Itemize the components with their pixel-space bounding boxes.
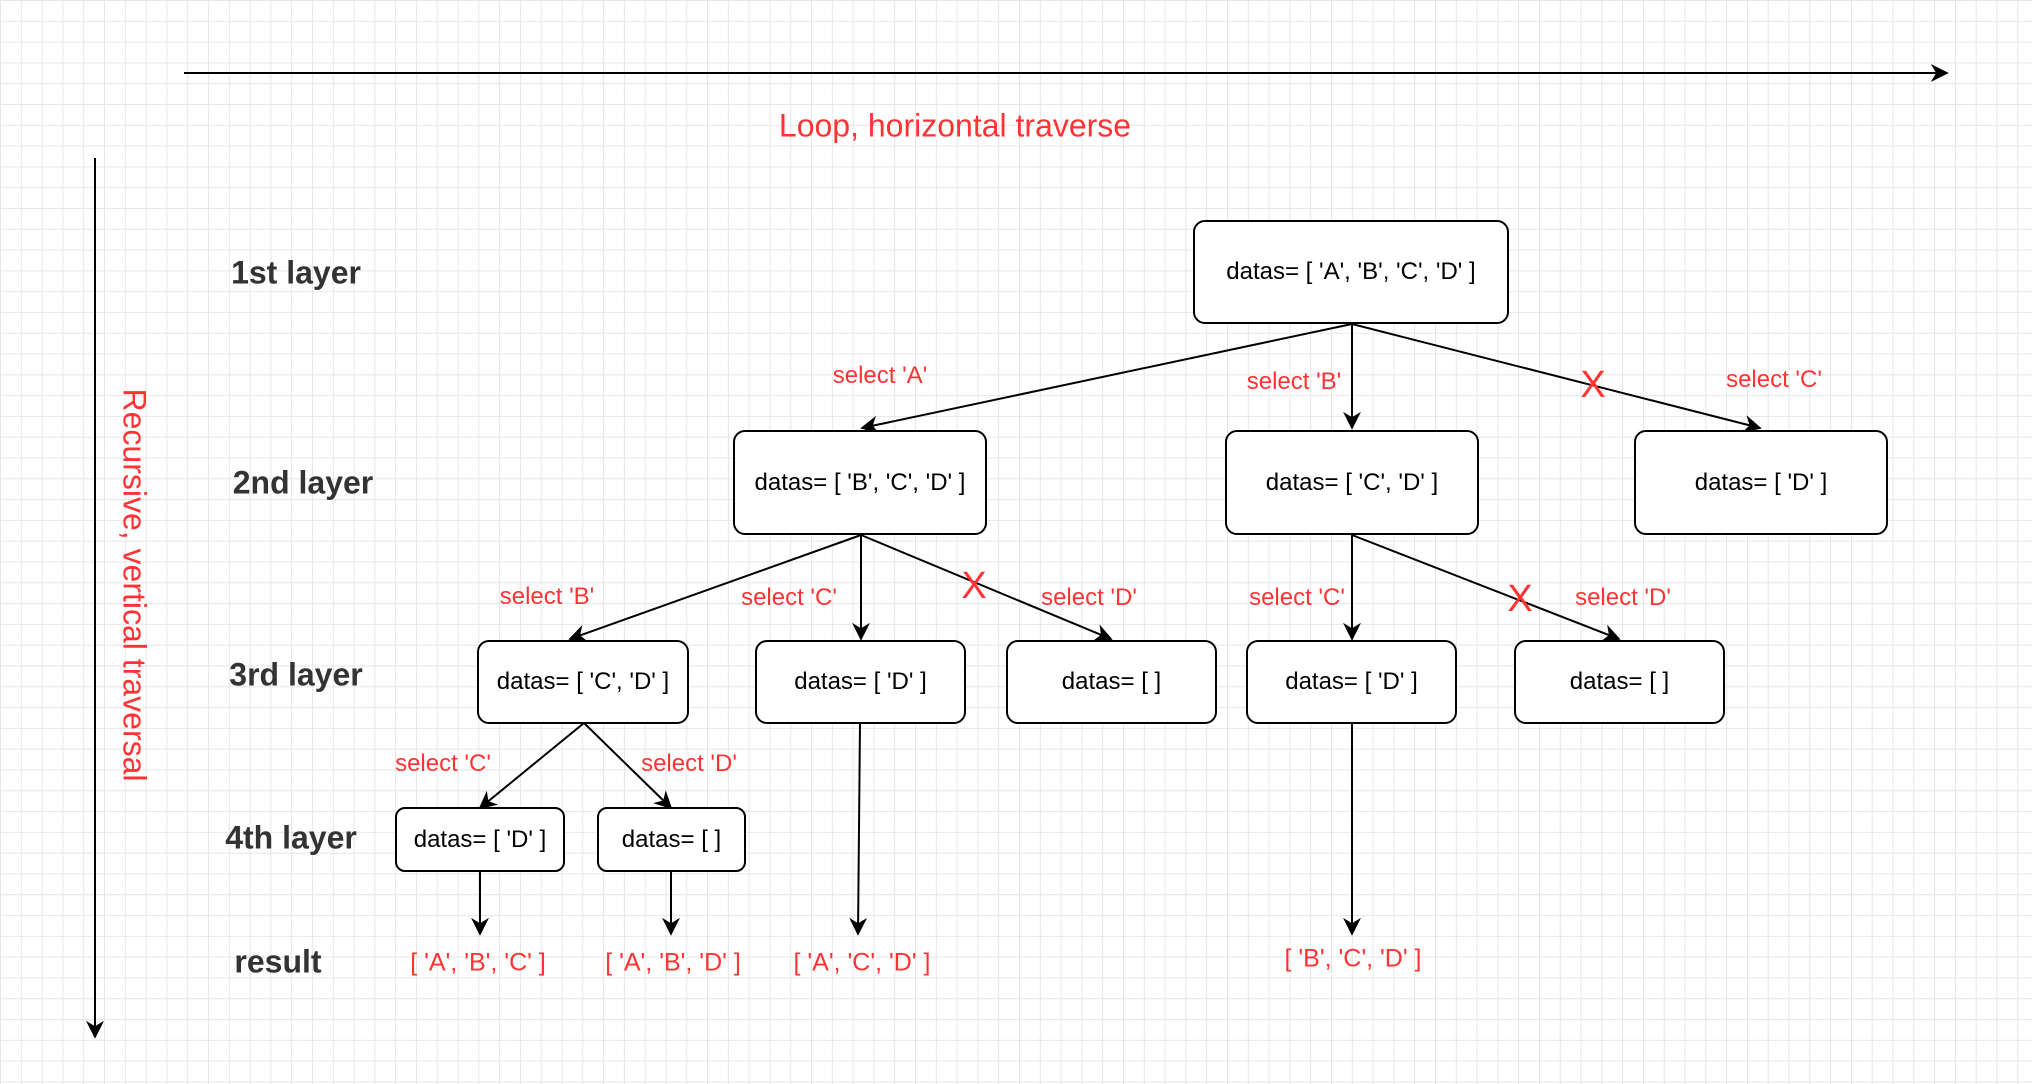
edge-label-l2b-select-c: select 'C' xyxy=(1249,584,1345,611)
node-l4-abc: datas= [ 'D' ] xyxy=(395,807,565,872)
edge-l2a-to-l3ab xyxy=(568,534,862,643)
layer-label-3rd: 3rd layer xyxy=(229,656,363,693)
node-root: datas= [ 'A', 'B', 'C', 'D' ] xyxy=(1193,220,1509,324)
node-l3-bc: datas= [ 'D' ] xyxy=(1246,640,1457,724)
layer-label-2nd: 2nd layer xyxy=(232,464,374,501)
result-abd: [ 'A', 'B', 'D' ] xyxy=(605,948,741,977)
layer-label-1st: 1st layer xyxy=(231,254,361,291)
result-acd: [ 'A', 'C', 'D' ] xyxy=(793,948,931,977)
node-l3-ad: datas= [ ] xyxy=(1006,640,1217,724)
node-l3-ab: datas= [ 'C', 'D' ] xyxy=(477,640,689,724)
result-abc: [ 'A', 'B', 'C' ] xyxy=(410,948,546,977)
pruned-cross-root-c: X xyxy=(1580,364,1606,406)
pruned-cross-l2b-d: X xyxy=(1507,578,1533,620)
horizontal-axis-title: Loop, horizontal traverse xyxy=(778,107,1132,144)
edge-l3ab-to-l4abd xyxy=(583,722,673,810)
edge-label-l2a-select-c: select 'C' xyxy=(741,584,837,611)
edge-label-l2a-select-b: select 'B' xyxy=(499,583,595,610)
edge-label-l3ab-select-c: select 'C' xyxy=(395,750,491,777)
result-bcd: [ 'B', 'C', 'D' ] xyxy=(1284,944,1422,973)
edge-l2b-to-l3bd xyxy=(1351,534,1621,642)
layer-label-4th: 4th layer xyxy=(225,819,357,856)
node-l3-ac: datas= [ 'D' ] xyxy=(755,640,966,724)
edge-l3ab-to-l4abc xyxy=(478,722,585,810)
edge-label-l3ab-select-d: select 'D' xyxy=(641,750,737,777)
edge-label-root-select-a: select 'A' xyxy=(832,362,928,389)
edge-label-root-select-b: select 'B' xyxy=(1246,368,1342,395)
node-l2-b: datas= [ 'C', 'D' ] xyxy=(1225,430,1479,535)
node-l3-bd: datas= [ ] xyxy=(1514,640,1725,724)
edge-l3ac-to-result xyxy=(849,722,868,936)
edge-root-to-l2c xyxy=(1351,323,1762,433)
layer-label-result: result xyxy=(234,943,322,980)
node-l2-c: datas= [ 'D' ] xyxy=(1634,430,1888,535)
edge-root-to-l2a xyxy=(860,323,1353,434)
node-l2-a: datas= [ 'B', 'C', 'D' ] xyxy=(733,430,987,535)
edge-label-root-select-c: select 'C' xyxy=(1726,366,1822,393)
edge-l2a-to-l3ad xyxy=(860,534,1113,642)
edge-label-l2a-select-d: select 'D' xyxy=(1041,584,1137,611)
node-l4-abd: datas= [ ] xyxy=(597,807,746,872)
pruned-cross-l2a-d: X xyxy=(961,565,987,607)
edge-label-l2b-select-d: select 'D' xyxy=(1575,584,1671,611)
vertical-axis-title: Recursive, vertical traversal xyxy=(116,388,153,782)
